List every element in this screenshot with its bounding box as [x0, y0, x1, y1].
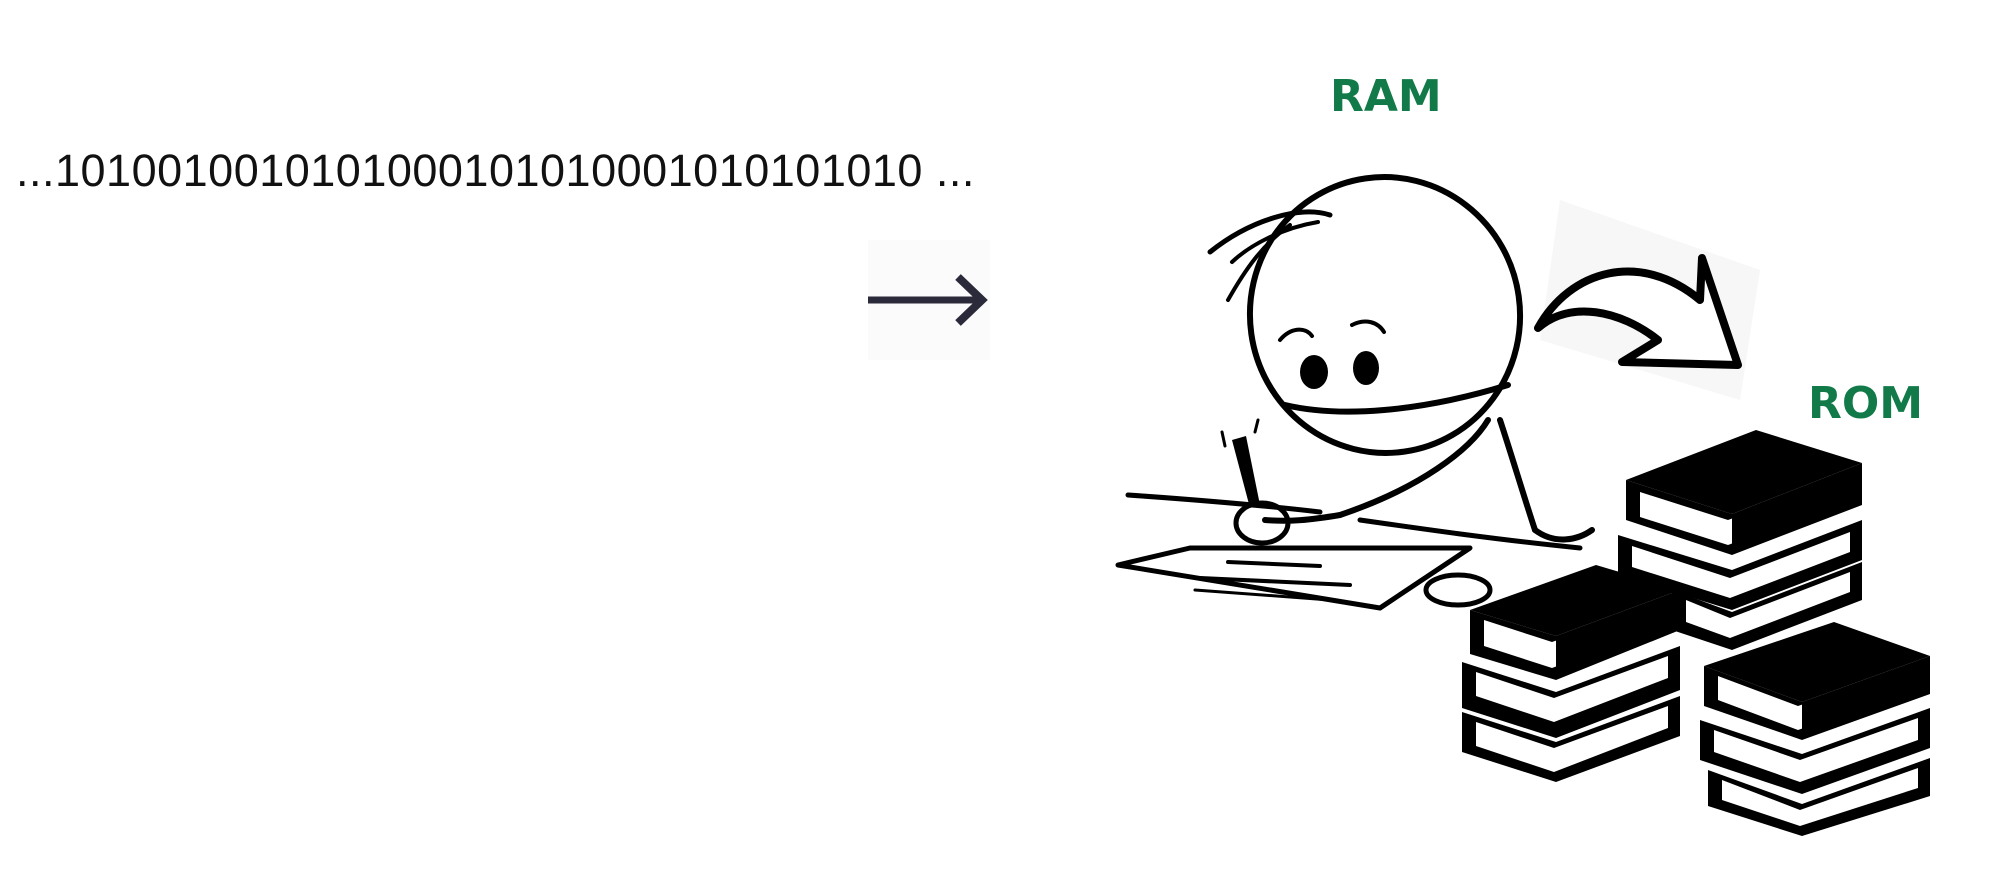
right-arrow-icon — [868, 240, 990, 360]
book-stacks-icon — [1462, 430, 1930, 836]
ram-label: RAM — [1330, 71, 1442, 122]
rom-label: ROM — [1808, 378, 1924, 429]
curved-arrow-icon — [1534, 254, 1742, 369]
binary-stream-text: ...1010010010101000101010001010101010 ..… — [16, 145, 975, 196]
stick-figure-writing — [1115, 174, 1595, 611]
